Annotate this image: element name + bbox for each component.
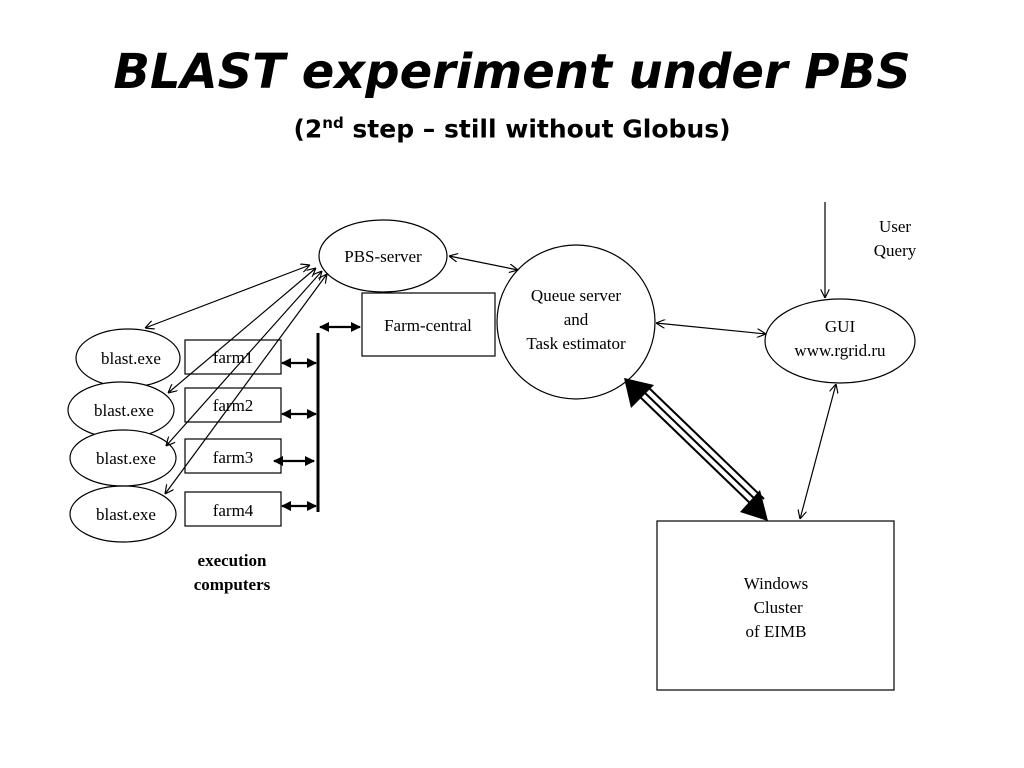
windows-cluster-label-2: Cluster	[749, 598, 803, 617]
gui-node: GUI www.rgrid.ru	[764, 298, 916, 384]
farm-2: farm2	[184, 387, 282, 423]
slide-title: BLAST experiment under PBS	[113, 44, 911, 100]
user-query-label-1: User	[879, 217, 911, 236]
arrow-queue-cluster-line-b	[642, 390, 760, 504]
arrow-pbs-queue	[449, 256, 518, 270]
arrow-queue-cluster-line-c	[647, 386, 765, 500]
arrow-queue-cluster	[624, 378, 768, 521]
queue-server-label-1: Queue server	[531, 286, 621, 305]
windows-cluster-box	[656, 520, 895, 691]
arrow-queue-gui	[656, 323, 766, 334]
farm-central-node: Farm-central	[361, 292, 496, 357]
slide-subtitle: (2nd step – still without Globus)	[0, 114, 1024, 143]
arrow-queue-cluster-line-a	[637, 394, 755, 508]
blast-exe-4-ellipse	[69, 485, 177, 543]
subtitle-prefix: (2	[293, 114, 323, 144]
pbs-server-label: PBS-server	[344, 247, 422, 266]
user-query-node: User Query	[874, 217, 917, 260]
farm-3-label: farm3	[213, 448, 254, 467]
gui-label-1: GUI	[825, 317, 856, 336]
farm-2-label: farm2	[213, 396, 254, 415]
gui-label-2: www.rgrid.ru	[794, 341, 886, 360]
user-query-label-2: Query	[874, 241, 917, 260]
blast-exe-2-label: blast.exe	[94, 401, 154, 420]
subtitle-suffix: step – still without Globus)	[343, 114, 731, 144]
blast-exe-4: blast.exe	[69, 485, 177, 543]
subtitle-sup: nd	[322, 114, 344, 132]
blast-exe-4-label: blast.exe	[96, 505, 156, 524]
farm-central-label: Farm-central	[384, 316, 472, 335]
windows-cluster-label-3: of EIMB	[746, 622, 807, 641]
blast-exe-3: blast.exe	[69, 429, 177, 487]
farm-3: farm3	[184, 438, 282, 474]
gui-ellipse	[764, 298, 916, 384]
farm-central-box	[361, 292, 496, 357]
blast-exe-3-label: blast.exe	[96, 449, 156, 468]
blast-exe-1: blast.exe	[75, 328, 181, 388]
pbs-server-node: PBS-server	[318, 219, 448, 293]
queue-server-ellipse	[496, 244, 656, 400]
arrow-pbs-blast-1	[145, 265, 310, 328]
arrow-queue-cluster-head-top	[624, 378, 654, 408]
windows-cluster-label-1: Windows	[744, 574, 808, 593]
arrow-queue-cluster-head-bottom	[740, 490, 768, 521]
farm-4: farm4	[184, 491, 282, 527]
execution-label-2: computers	[194, 575, 271, 594]
windows-cluster-node: Windows Cluster of EIMB	[656, 520, 895, 691]
queue-server-label-3: Task estimator	[526, 334, 626, 353]
execution-label-1: execution	[198, 551, 267, 570]
queue-server-label-2: and	[564, 310, 589, 329]
arrow-gui-cluster	[800, 384, 836, 519]
farm-4-label: farm4	[213, 501, 254, 520]
queue-server-node: Queue server and Task estimator	[496, 244, 656, 400]
pbs-server-ellipse	[318, 219, 448, 293]
blast-exe-1-label: blast.exe	[101, 349, 161, 368]
arrow-pbs-blast-4	[165, 274, 327, 494]
